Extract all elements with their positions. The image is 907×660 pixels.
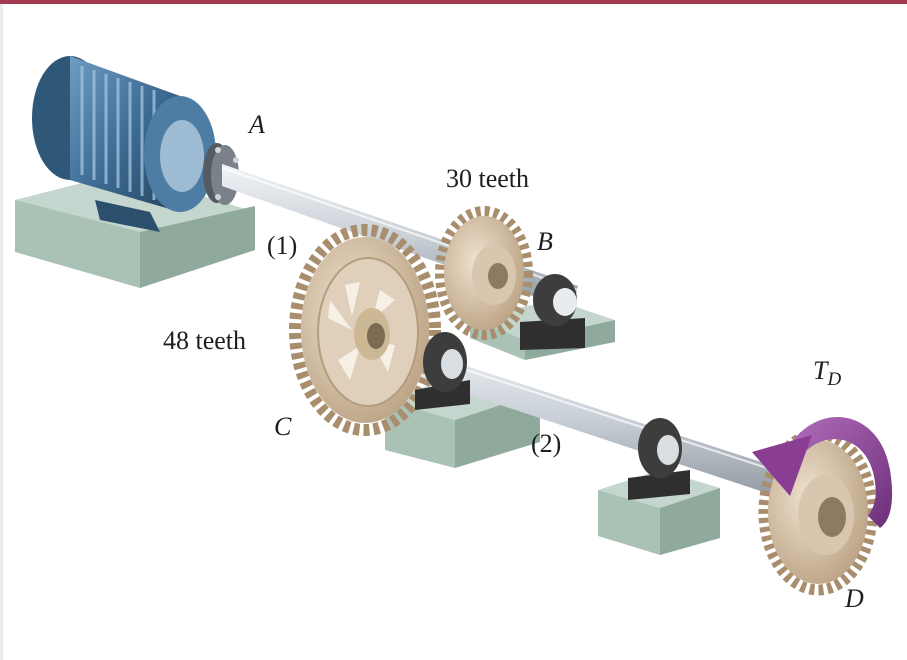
label-torque-sub: D bbox=[827, 369, 842, 390]
label-point-a: A bbox=[249, 110, 265, 139]
gear-b bbox=[435, 206, 533, 340]
label-shaft-1: (1) bbox=[267, 231, 298, 260]
label-gear-c-teeth: 48 teeth bbox=[163, 326, 247, 355]
label-torque: TD bbox=[813, 356, 842, 390]
label-point-b: B bbox=[537, 227, 553, 256]
label-torque-main: T bbox=[813, 356, 828, 385]
gear-c bbox=[289, 224, 441, 436]
label-point-d: D bbox=[845, 584, 864, 613]
label-point-c: C bbox=[274, 412, 292, 441]
frame-line bbox=[0, 4, 3, 660]
bearing-c bbox=[415, 332, 470, 410]
torque-arrow bbox=[752, 417, 893, 528]
motor bbox=[32, 56, 216, 232]
bearing-b bbox=[520, 274, 585, 350]
label-shaft-2: (2) bbox=[531, 429, 562, 458]
top-rule bbox=[0, 0, 907, 4]
label-gear-b-teeth: 30 teeth bbox=[446, 164, 530, 193]
bearing-right bbox=[628, 418, 690, 500]
